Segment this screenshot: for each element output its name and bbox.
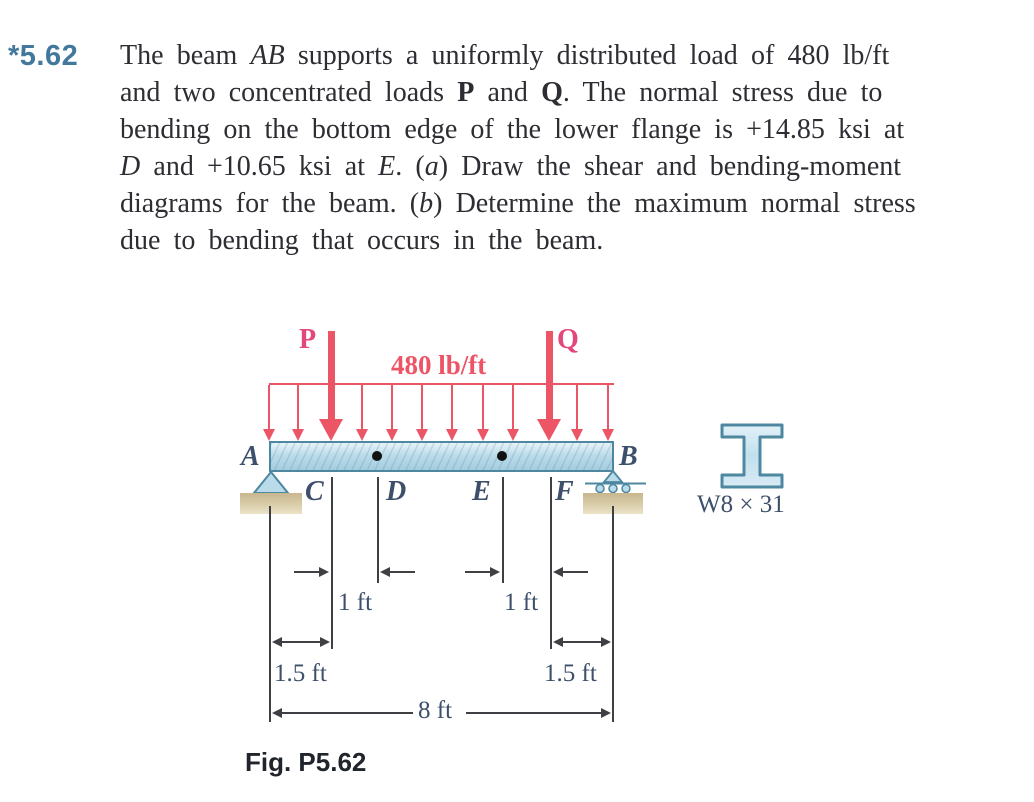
dim-arrow-left-icon — [380, 567, 415, 577]
extension-line-a — [269, 506, 271, 722]
load-arrow-icon — [477, 385, 489, 441]
load-arrow-icon — [602, 385, 614, 441]
extension-line-b — [612, 506, 614, 722]
point-d-label: D — [386, 476, 407, 507]
force-p-label: P — [299, 324, 317, 355]
load-arrow-icon — [571, 385, 583, 441]
point-f-label: F — [555, 476, 574, 507]
load-arrow-icon — [416, 385, 428, 441]
dim-double-arrow-icon — [272, 637, 330, 647]
extension-line-f — [550, 477, 552, 649]
ground-block-left — [240, 493, 302, 514]
dim-ac-label: 1.5 ft — [274, 660, 327, 687]
beam — [269, 441, 614, 472]
point-e-dot — [497, 451, 507, 461]
section-designation-label: W8 × 31 — [697, 491, 785, 518]
load-arrow-icon — [507, 385, 519, 441]
support-b-label: B — [619, 441, 638, 472]
point-d-dot — [372, 451, 382, 461]
dim-double-arrow-icon — [272, 708, 611, 718]
problem-line: bending on the bottom edge of the lower … — [120, 114, 905, 145]
dim-total-label: 8 ft — [418, 697, 453, 724]
ground-block-right — [583, 493, 643, 514]
dim-arrow-right-icon — [465, 567, 500, 577]
dim-double-arrow-icon — [553, 637, 611, 647]
figure-caption: Fig. P5.62 — [245, 747, 367, 777]
point-e-label: E — [472, 476, 491, 507]
force-p-arrow-icon — [319, 331, 343, 441]
dim-ef-label: 1 ft — [504, 589, 539, 616]
problem-line: and two concentrated loads P and Q. The … — [120, 77, 883, 108]
dim-arrow-right-icon — [294, 567, 329, 577]
wide-flange-section-icon — [720, 423, 784, 489]
dim-cd-label: 1 ft — [338, 589, 373, 616]
problem-statement: The beam AB supports a uniformly distrib… — [120, 37, 1034, 259]
problem-line: The beam AB supports a uniformly distrib… — [120, 40, 890, 71]
dim-fb-label: 1.5 ft — [544, 660, 597, 687]
force-q-arrow-icon — [537, 331, 561, 441]
problem-line: D and +10.65 ksi at E. (a) Draw the shea… — [120, 151, 902, 182]
support-a-label: A — [241, 441, 260, 472]
distributed-load-line — [269, 383, 614, 385]
problem-number: *5.62 — [8, 40, 79, 72]
extension-line-e — [502, 477, 504, 583]
pin-support-icon — [252, 471, 290, 494]
force-q-label: Q — [557, 324, 579, 355]
roller-support-icon — [585, 471, 646, 494]
point-c-label: C — [305, 476, 324, 507]
dim-arrow-left-icon — [553, 567, 588, 577]
load-arrow-icon — [386, 385, 398, 441]
problem-line: diagrams for the beam. (b) Determine the… — [120, 188, 916, 219]
problem-line: due to bending that occurs in the beam. — [120, 225, 604, 256]
distributed-load-label: 480 lb/ft — [391, 350, 487, 380]
extension-line-c — [331, 477, 333, 649]
extension-line-d — [377, 477, 379, 583]
load-arrow-icon — [356, 385, 368, 441]
load-arrow-icon — [292, 385, 304, 441]
load-arrow-icon — [446, 385, 458, 441]
load-arrow-icon — [263, 385, 275, 441]
